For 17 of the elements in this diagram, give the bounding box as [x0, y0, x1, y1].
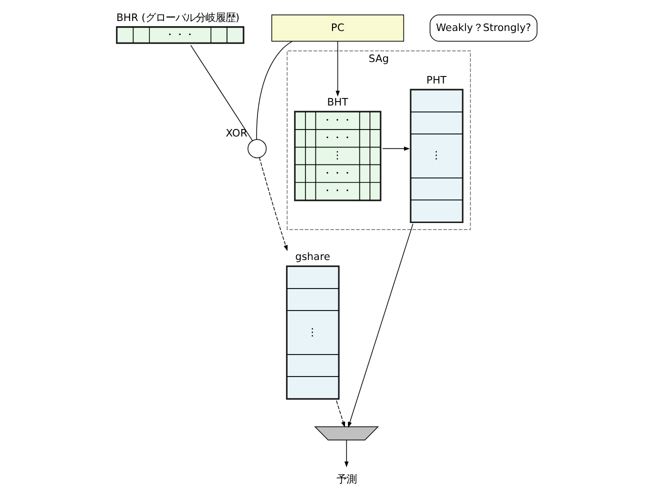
node-box: Weakly？Strongly?: [430, 14, 538, 42]
arrow: [259, 157, 288, 252]
node-label: gshare: [295, 251, 330, 264]
node-label: BHR (グローバル分岐履歴): [116, 12, 240, 24]
arrow: [336, 400, 346, 428]
arrow: [336, 40, 340, 97]
node-label: XOR: [226, 128, 248, 140]
node-trapezoid: [314, 426, 379, 440]
node-label: BHT: [327, 96, 348, 109]
node-circle: [248, 139, 267, 158]
arrow: [344, 440, 349, 468]
connector: [190, 44, 253, 142]
node-box: PC: [271, 14, 404, 42]
node-label: PHT: [426, 74, 447, 87]
arrow: [382, 146, 410, 151]
arrow: [348, 223, 414, 428]
node-text: 予測: [336, 473, 357, 486]
